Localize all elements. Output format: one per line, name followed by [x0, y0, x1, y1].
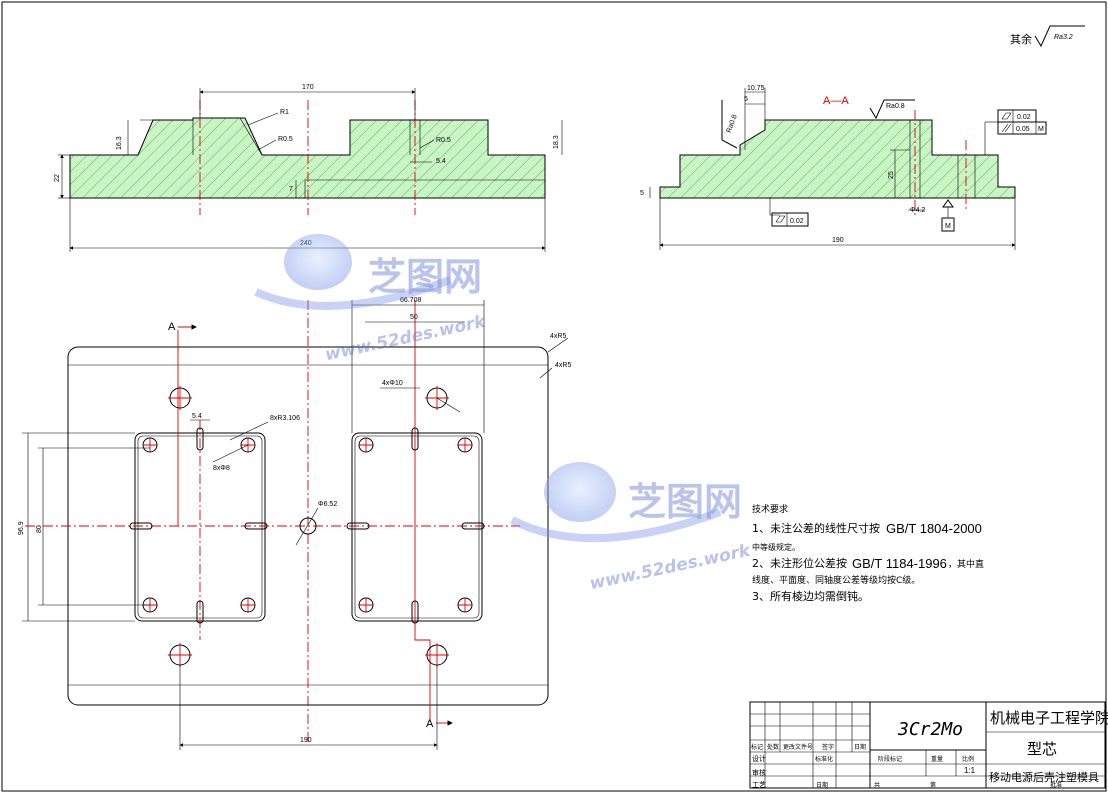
- svg-text:机械电子工程学院: 机械电子工程学院: [990, 709, 1108, 727]
- svg-text:7: 7: [289, 186, 293, 193]
- svg-text:，其中直: ，其中直: [948, 558, 984, 570]
- cut-marker-top: A: [168, 321, 197, 333]
- svg-text:M: M: [945, 223, 951, 230]
- plan-view: A A 66.708 50 4xR5 4xR5 4xΦ10 8xΦ8 8xR3.…: [18, 297, 571, 750]
- svg-text:8xΦ8: 8xΦ8: [213, 465, 230, 472]
- roughness-note: 其余 Ra3.2: [1010, 25, 1085, 48]
- svg-text:更改文件号: 更改文件号: [783, 743, 813, 751]
- svg-text:5.4: 5.4: [192, 413, 202, 420]
- svg-text:GB/T 1804-2000: GB/T 1804-2000: [886, 521, 982, 536]
- cavity-right: [351, 432, 483, 622]
- svg-text:日期: 日期: [854, 743, 866, 751]
- svg-text:Ra0.8: Ra0.8: [886, 103, 905, 110]
- svg-text:10.75: 10.75: [747, 85, 765, 92]
- svg-text:共: 共: [874, 781, 880, 789]
- svg-text:18.3: 18.3: [553, 135, 560, 149]
- svg-text:Φ4.2: Φ4.2: [910, 207, 925, 214]
- svg-text:8xR3.106: 8xR3.106: [270, 415, 300, 422]
- tech-requirements: 技术要求 1、未注公差的线性尺寸按 GB/T 1804-2000 中等级规定。 …: [752, 503, 984, 603]
- svg-text:技术要求: 技术要求: [752, 503, 788, 515]
- svg-text:设计: 设计: [752, 754, 766, 763]
- svg-text:A: A: [168, 321, 176, 333]
- svg-text:签字: 签字: [822, 743, 834, 751]
- svg-text:型芯: 型芯: [1027, 740, 1057, 758]
- svg-text:0.02: 0.02: [1017, 114, 1031, 121]
- svg-text:R0.5: R0.5: [278, 136, 293, 143]
- title-block: 标记 处数 更改文件号 签字 日期 设计 标准化 审核 工艺 日期 3Cr2Mo…: [749, 701, 1108, 789]
- svg-text:R0.5: R0.5: [436, 137, 451, 144]
- svg-text:4xR5: 4xR5: [550, 333, 566, 340]
- ejector-holes: [142, 437, 473, 613]
- aa-section-body: [659, 119, 1016, 199]
- svg-text:比例: 比例: [962, 755, 974, 763]
- svg-text:5: 5: [744, 96, 748, 103]
- svg-text:1、未注公差的线性尺寸按: 1、未注公差的线性尺寸按: [752, 521, 880, 535]
- slots: [129, 427, 485, 624]
- svg-text:芝图网: 芝图网: [628, 480, 742, 524]
- svg-text:线度、平面度、同轴度公差等级均按C级。: 线度、平面度、同轴度公差等级均按C级。: [752, 574, 920, 586]
- svg-text:4xR5: 4xR5: [555, 362, 571, 369]
- svg-text:M: M: [1038, 126, 1044, 133]
- svg-text:190: 190: [300, 737, 312, 744]
- svg-text:第: 第: [930, 781, 936, 789]
- svg-text:80: 80: [36, 525, 43, 533]
- svg-text:www.52des.work: www.52des.work: [323, 311, 489, 365]
- svg-text:重量: 重量: [931, 755, 943, 763]
- svg-text:Ra0.8: Ra0.8: [726, 114, 739, 134]
- svg-text:25: 25: [888, 171, 895, 179]
- svg-text:66.708: 66.708: [400, 297, 422, 304]
- svg-text:www.52des.work: www.52des.work: [588, 540, 754, 594]
- svg-text:22: 22: [54, 174, 61, 182]
- svg-text:GB/T 1184-1996: GB/T 1184-1996: [852, 556, 947, 571]
- svg-text:0.02: 0.02: [790, 218, 804, 225]
- svg-text:芝图网: 芝图网: [368, 255, 482, 299]
- svg-text:日期: 日期: [816, 781, 828, 789]
- svg-text:3、所有棱边均需倒钝。: 3、所有棱边均需倒钝。: [752, 589, 869, 603]
- svg-text:处数: 处数: [767, 743, 779, 751]
- svg-text:1:1: 1:1: [964, 766, 976, 775]
- guide-holes: [168, 386, 449, 667]
- svg-text:A: A: [426, 718, 434, 730]
- front-section-body: [69, 117, 546, 199]
- svg-text:移动电源后壳注塑模具: 移动电源后壳注塑模具: [989, 770, 1099, 784]
- svg-text:0.05: 0.05: [1016, 126, 1030, 133]
- aa-section-view: A—A 190 5 5 10.75 Ra0.8 Ra0.8 25 Φ4.2: [640, 85, 1047, 250]
- svg-text:R1: R1: [280, 109, 289, 116]
- svg-text:170: 170: [302, 84, 314, 91]
- svg-text:审核: 审核: [752, 768, 766, 777]
- svg-text:其余: 其余: [1010, 32, 1032, 46]
- svg-text:中等级规定。: 中等级规定。: [752, 542, 800, 552]
- svg-text:阶段标记: 阶段标记: [878, 755, 902, 763]
- svg-text:5: 5: [640, 190, 644, 197]
- watermark-upper: 芝图网 www.52des.work: [254, 234, 489, 365]
- svg-text:5.4: 5.4: [436, 158, 446, 165]
- svg-text:96.9: 96.9: [18, 521, 25, 535]
- svg-text:A—A: A—A: [823, 95, 849, 107]
- svg-text:Φ6.52: Φ6.52: [318, 501, 337, 508]
- svg-text:批准: 批准: [1050, 781, 1062, 789]
- svg-text:190: 190: [832, 237, 844, 244]
- svg-text:50: 50: [410, 314, 418, 321]
- front-section-view: 170 240 22 7 R1 R0.5 R0.5 5.4 16.3 18.3: [54, 84, 563, 252]
- svg-text:2、未注形位公差按: 2、未注形位公差按: [752, 556, 847, 570]
- svg-text:4xΦ10: 4xΦ10: [382, 380, 403, 387]
- cut-marker-bottom: A: [426, 718, 453, 730]
- svg-text:工艺: 工艺: [752, 781, 766, 789]
- svg-text:16.3: 16.3: [116, 136, 123, 150]
- svg-text:标准化: 标准化: [815, 755, 833, 763]
- svg-text:3Cr2Mo: 3Cr2Mo: [897, 719, 963, 740]
- svg-text:标记: 标记: [751, 743, 763, 751]
- svg-text:Ra3.2: Ra3.2: [1054, 34, 1073, 41]
